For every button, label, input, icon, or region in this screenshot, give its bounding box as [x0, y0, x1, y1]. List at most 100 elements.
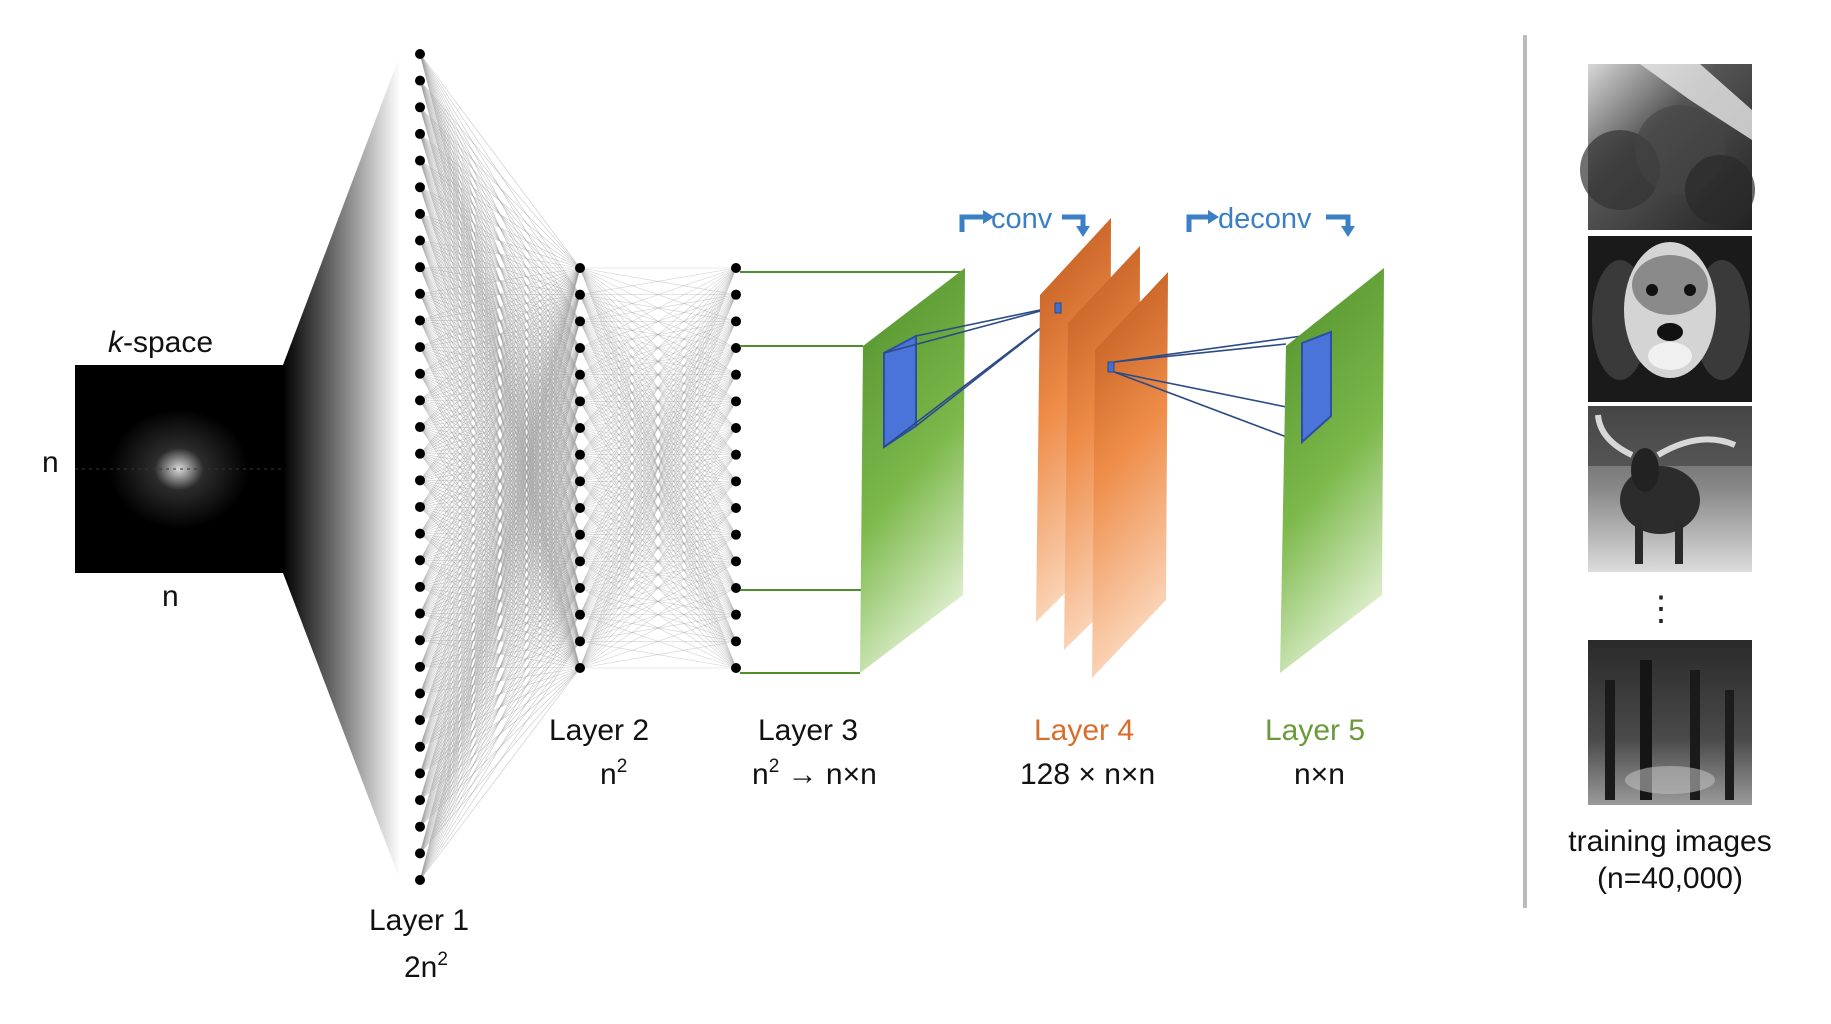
neuron-node [575, 370, 585, 380]
training-image-beagle [1588, 236, 1752, 402]
neuron-node [415, 76, 425, 86]
training-images-panel: ⋮ training images (n=40,000) [1568, 64, 1771, 895]
flatten-fan [283, 55, 400, 880]
neuron-node [731, 263, 741, 273]
neuron-node [415, 795, 425, 805]
fc-connection [420, 267, 580, 268]
layer5-caption: Layer 5 n×n [1265, 714, 1365, 791]
neuron-node [731, 370, 741, 380]
training-images-count: (n=40,000) [1597, 862, 1743, 895]
conv-arrowhead-right-icon [1076, 226, 1090, 237]
neuron-node [415, 688, 425, 698]
layer3-nodes [731, 263, 741, 673]
neuron-node [415, 768, 425, 778]
layer1-size: 2n2 [404, 949, 448, 984]
neuron-node [731, 636, 741, 646]
layer5-size: n×n [1294, 758, 1345, 791]
fully-connected-connections [420, 54, 736, 880]
deconv-arrowhead-right-icon [1341, 226, 1355, 237]
kspace-input: k-space n n [42, 326, 283, 613]
neuron-node [415, 369, 425, 379]
neuron-node [731, 343, 741, 353]
neuron-node [415, 49, 425, 59]
neuron-node [731, 556, 741, 566]
layer4-name: Layer 4 [1034, 714, 1134, 747]
neuron-node [575, 396, 585, 406]
layer4-kernel-dot-a [1055, 303, 1061, 313]
conv-arrow-left-icon [962, 217, 983, 232]
neuron-node [415, 102, 425, 112]
neuron-node [731, 530, 741, 540]
neuron-node [415, 236, 425, 246]
neuron-node [415, 209, 425, 219]
fc-connection [420, 508, 580, 880]
neuron-node [415, 156, 425, 166]
neuron-node [731, 290, 741, 300]
deconv-label: deconv [1218, 203, 1312, 235]
layer3-name: Layer 3 [758, 714, 858, 747]
layer2-caption: Layer 2 n2 [549, 714, 649, 791]
neuron-node [575, 636, 585, 646]
neuron-node [415, 262, 425, 272]
neuron-node [415, 342, 425, 352]
neuron-node [415, 475, 425, 485]
neuron-node [415, 395, 425, 405]
neuron-node [415, 502, 425, 512]
neuron-node [575, 663, 585, 673]
neuron-node [415, 315, 425, 325]
kspace-title: k-space [108, 326, 213, 359]
neuron-node [731, 396, 741, 406]
neuron-node [575, 316, 585, 326]
neuron-node [575, 263, 585, 273]
layer1-nodes [415, 49, 425, 885]
neuron-node [415, 129, 425, 139]
neuron-node [575, 610, 585, 620]
layer4-size: 128 × n×n [1020, 758, 1155, 791]
kspace-dim-bottom: n [162, 580, 179, 613]
neuron-node [415, 875, 425, 885]
neuron-node [575, 343, 585, 353]
conv-operation: conv [962, 203, 1090, 237]
deconv-operation: deconv [1189, 203, 1355, 237]
deconv-arrow-left-icon [1189, 217, 1208, 232]
neuron-node [731, 583, 741, 593]
layer1-name: Layer 1 [369, 904, 469, 937]
layer2-nodes [575, 263, 585, 673]
layer3-size: n2 → n×n [752, 756, 877, 791]
neuron-node [731, 450, 741, 460]
layer4-caption: Layer 4 128 × n×n [1020, 714, 1155, 791]
neuron-node [415, 822, 425, 832]
fc-connection [420, 401, 580, 880]
neuron-node [415, 422, 425, 432]
neuron-node [731, 423, 741, 433]
neuron-node [415, 715, 425, 725]
neuron-node [415, 742, 425, 752]
neuron-node [575, 476, 585, 486]
neuron-node [575, 423, 585, 433]
layer5-plane [1280, 268, 1384, 673]
neuron-node [731, 663, 741, 673]
neuron-node [731, 503, 741, 513]
layer2-size: n2 [600, 756, 627, 791]
neuron-node [415, 449, 425, 459]
training-image-cattle [1588, 406, 1752, 572]
layer1-caption: Layer 1 2n2 [369, 904, 469, 984]
neuron-node [575, 556, 585, 566]
layer5-name: Layer 5 [1265, 714, 1365, 747]
neuron-node [575, 503, 585, 513]
training-image-forest [1588, 640, 1752, 805]
conv-label: conv [991, 203, 1053, 235]
fc-connection [420, 455, 580, 880]
layer4-kernel-dot-b [1108, 362, 1114, 372]
training-images-ellipsis: ⋮ [1644, 590, 1678, 628]
neuron-node [731, 610, 741, 620]
neuron-node [415, 182, 425, 192]
neuron-node [415, 609, 425, 619]
neuron-node [415, 555, 425, 565]
neuron-node [575, 583, 585, 593]
neuron-node [575, 530, 585, 540]
kspace-center-glow [109, 409, 249, 529]
training-images-title: training images [1568, 825, 1771, 858]
